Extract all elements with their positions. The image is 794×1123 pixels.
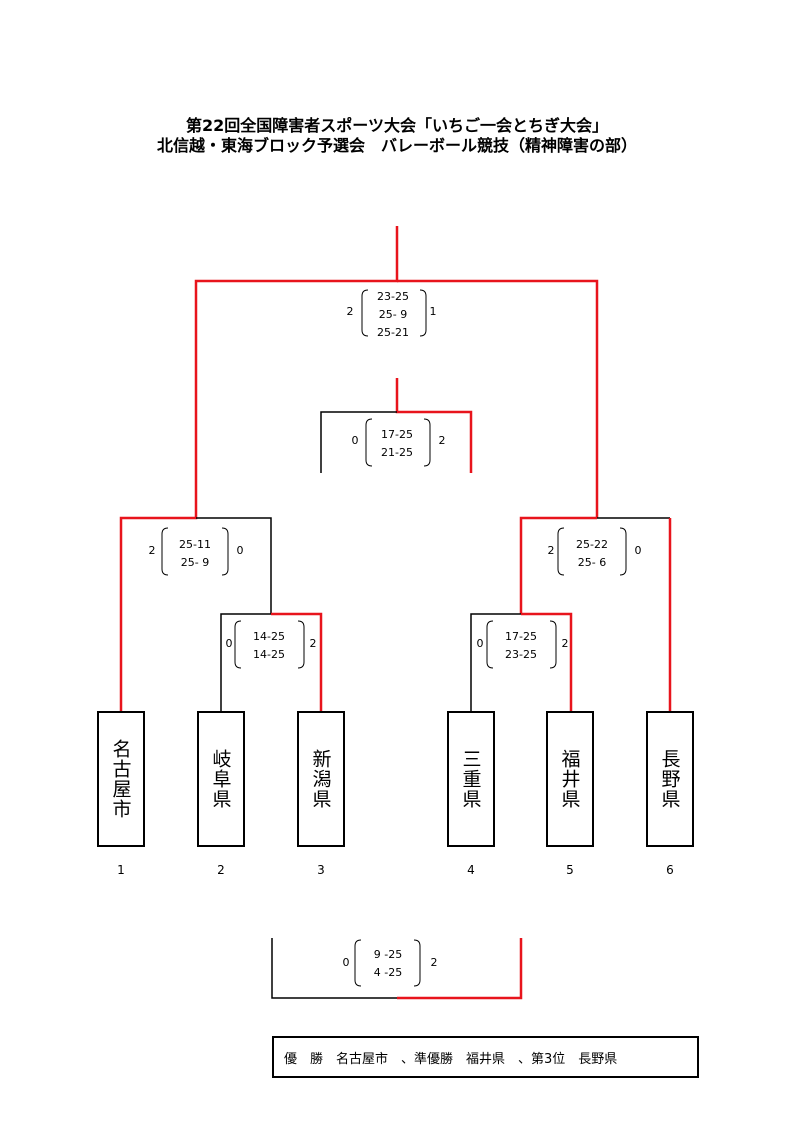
- team-name: 福井県: [558, 749, 581, 809]
- third-place-left-sets: 0: [352, 434, 359, 447]
- result-summary-box: 優 勝 名古屋市 、準優勝 福井県 、第3位 長野県: [272, 1036, 699, 1078]
- semi-left-loser-line: [196, 517, 272, 614]
- title-line-1: 第22回全国障害者スポーツ大会「いちご一会とちぎ大会」: [186, 116, 608, 135]
- team-box-5: 福井県: [546, 711, 594, 847]
- fifth-place-winner-line: [397, 938, 523, 1000]
- team-name: 名古屋市: [109, 739, 132, 819]
- final-right-sets: 1: [430, 305, 437, 318]
- fifth-place-left-sets: 0: [343, 956, 350, 969]
- semi-left-score-1: 25-11: [179, 538, 211, 551]
- third-place-score-2: 21-25: [381, 446, 413, 459]
- r1-right-left-sets: 0: [477, 637, 484, 650]
- fifth-place-score-2: 4 -25: [374, 966, 402, 979]
- team-name: 岐阜県: [209, 749, 232, 809]
- seed-number: 3: [317, 863, 325, 877]
- final-left-sets: 2: [347, 305, 354, 318]
- semi-left-right-sets: 0: [237, 544, 244, 557]
- team-box-2: 岐阜県: [197, 711, 245, 847]
- final-winner-line: [119, 226, 399, 711]
- semi-left-left-sets: 2: [149, 544, 156, 557]
- final-loser-line: [397, 279, 599, 518]
- team-name: 新潟県: [309, 749, 332, 809]
- r1-left-right-sets: 2: [310, 637, 317, 650]
- fifth-place-right-sets: 2: [431, 956, 438, 969]
- final-score-1: 23-25: [377, 290, 409, 303]
- seed-number: 6: [666, 863, 674, 877]
- semi-right-right-sets: 0: [635, 544, 642, 557]
- r1-left-winner-line: [271, 612, 323, 711]
- team-name: 三重県: [459, 749, 482, 809]
- team-name: 長野県: [658, 749, 681, 809]
- semi-right-score-2: 25- 6: [578, 556, 606, 569]
- team-box-3: 新潟県: [297, 711, 345, 847]
- semi-left-score-2: 25- 9: [181, 556, 209, 569]
- third-place-score-1: 17-25: [381, 428, 413, 441]
- seed-number: 1: [117, 863, 125, 877]
- seed-number: 4: [467, 863, 475, 877]
- fifth-place-loser-line: [271, 938, 397, 999]
- title-line-2: 北信越・東海ブロック予選会 バレーボール競技（精神障害の部）: [156, 136, 637, 155]
- r1-left-loser-line: [220, 613, 271, 711]
- third-place-loser-line: [320, 411, 397, 473]
- r1-right-right-sets: 2: [562, 637, 569, 650]
- final-score-2: 25- 9: [379, 308, 407, 321]
- fifth-place-score-1: 9 -25: [374, 948, 402, 961]
- team-box-4: 三重県: [447, 711, 495, 847]
- third-place-top-line: [395, 378, 473, 473]
- r1-right-score-1: 17-25: [505, 630, 537, 643]
- team-box-1: 名古屋市: [97, 711, 145, 847]
- third-place-right-sets: 2: [439, 434, 446, 447]
- semi-right-winner-line: [519, 516, 597, 614]
- result-summary-text: 優 勝 名古屋市 、準優勝 福井県 、第3位 長野県: [284, 1051, 618, 1067]
- r1-left-score-1: 14-25: [253, 630, 285, 643]
- semi-right-score-1: 25-22: [576, 538, 608, 551]
- team-box-6: 長野県: [646, 711, 694, 847]
- r1-left-left-sets: 0: [226, 637, 233, 650]
- r1-left-score-2: 14-25: [253, 648, 285, 661]
- seed-number: 5: [566, 863, 574, 877]
- r1-right-loser-line: [470, 613, 521, 711]
- r1-right-score-2: 23-25: [505, 648, 537, 661]
- semi-right-left-sets: 2: [548, 544, 555, 557]
- seed-number: 2: [217, 863, 225, 877]
- final-score-3: 25-21: [377, 326, 409, 339]
- r1-right-winner-line: [521, 612, 573, 711]
